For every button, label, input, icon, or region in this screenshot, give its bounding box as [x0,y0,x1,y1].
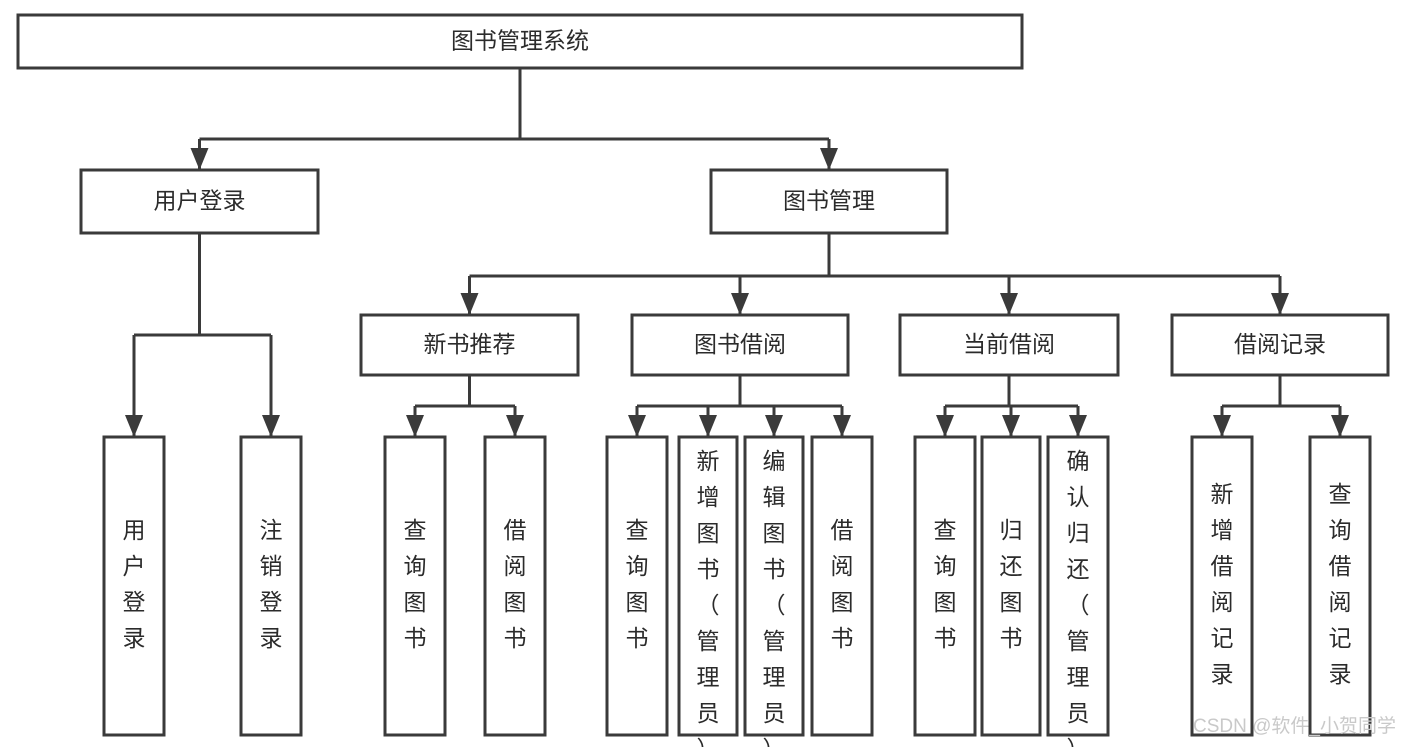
node-root-label: 图书管理系统 [451,28,589,54]
node-new-book-rec[interactable]: 新书推荐 [359,313,580,377]
node-borrow-record-label: 借阅记录 [1234,331,1326,357]
node-leaf-user-login[interactable]: 用户登录 [102,435,166,737]
arrow-to-leaf-return-book [1002,415,1020,437]
node-book-manage-label: 图书管理 [783,188,875,214]
arrow-to-new-book-rec [460,293,479,315]
arrow-to-borrow-record [1271,293,1289,315]
node-user-login[interactable]: 用户登录 [79,168,320,235]
node-leaf-borrow-book-rec[interactable]: 借阅图书 [483,435,547,737]
node-root-box[interactable] [16,13,1024,70]
node-root[interactable]: 图书管理系统 [16,13,1024,70]
node-leaf-add-record-box[interactable] [1190,435,1254,737]
node-leaf-return-book-box[interactable] [980,435,1042,737]
node-leaf-user-login-label: 用户登录 [123,517,146,651]
node-new-book-rec-label: 新书推荐 [424,331,516,357]
arrow-to-user-login [190,148,209,170]
arrow-to-leaf-query-book-rec [406,415,424,437]
arrow-to-leaf-add-record [1213,415,1231,437]
csdn-watermark: CSDN @软件_小贺同学 [1193,715,1396,737]
arrow-to-leaf-query-book-cur [936,415,954,437]
node-borrow-record-box[interactable] [1170,313,1390,377]
node-leaf-user-logout[interactable]: 注销登录 [239,435,303,737]
node-leaf-query-book-bor-box[interactable] [605,435,669,737]
node-leaf-borrow-book-bor-label: 借阅图书 [831,517,854,651]
node-leaf-edit-book-label: 编辑图书（管理员） [763,448,786,747]
node-leaf-borrow-book-bor[interactable]: 借阅图书 [810,435,874,737]
node-current-borrow[interactable]: 当前借阅 [898,313,1120,377]
node-leaf-query-book-bor[interactable]: 查询图书 [605,435,669,737]
node-current-borrow-box[interactable] [898,313,1120,377]
node-leaf-confirm-return-box[interactable] [1046,435,1110,737]
arrow-to-current-borrow [1000,293,1018,315]
node-leaf-user-logout-label: 注销登录 [260,517,283,651]
node-book-borrow-box[interactable] [630,313,850,377]
node-leaf-user-logout-box[interactable] [239,435,303,737]
node-book-borrow-label: 图书借阅 [694,331,786,357]
arrow-to-leaf-borrow-book-bor [833,415,851,437]
arrow-to-leaf-query-book-bor [628,415,646,437]
node-current-borrow-label: 当前借阅 [963,331,1055,357]
arrow-to-leaf-user-logout [262,415,280,437]
node-leaf-edit-book-box[interactable] [743,435,805,737]
node-borrow-record[interactable]: 借阅记录 [1170,313,1390,377]
node-new-book-rec-box[interactable] [359,313,580,377]
node-leaf-query-book-rec[interactable]: 查询图书 [383,435,447,737]
node-leaf-add-record[interactable]: 新增借阅记录 [1190,435,1254,737]
arrow-to-leaf-confirm-return [1069,415,1087,437]
arrow-to-leaf-user-login [125,415,143,437]
arrow-to-leaf-add-book [699,415,717,437]
arrow-to-book-borrow [731,293,749,315]
arrow-to-leaf-edit-book [765,415,783,437]
node-leaf-query-record[interactable]: 查询借阅记录 [1308,435,1372,737]
node-book-borrow[interactable]: 图书借阅 [630,313,850,377]
node-leaf-query-record-box[interactable] [1308,435,1372,737]
node-leaf-add-book[interactable]: 新增图书（管理员） [677,435,739,752]
node-leaf-edit-book[interactable]: 编辑图书（管理员） [743,435,805,752]
node-leaf-user-login-box[interactable] [102,435,166,737]
node-leaf-add-book-label: 新增图书（管理员） [697,448,720,747]
arrow-to-book-manage [820,148,838,170]
arrow-to-leaf-query-record [1331,415,1349,437]
node-user-login-label: 用户登录 [154,188,246,214]
node-leaf-query-book-bor-label: 查询图书 [626,517,649,651]
node-book-manage-box[interactable] [709,168,949,235]
node-leaf-query-book-cur-label: 查询图书 [934,517,957,651]
node-leaf-return-book[interactable]: 归还图书 [980,435,1042,737]
node-leaf-query-record-label: 查询借阅记录 [1329,481,1352,687]
node-leaf-borrow-book-rec-label: 借阅图书 [504,517,527,651]
node-leaf-query-book-rec-box[interactable] [383,435,447,737]
node-leaf-add-book-box[interactable] [677,435,739,737]
node-leaf-query-book-cur-box[interactable] [913,435,977,737]
node-leaf-borrow-book-bor-box[interactable] [810,435,874,737]
node-leaf-query-book-cur[interactable]: 查询图书 [913,435,977,737]
node-leaf-confirm-return[interactable]: 确认归还（管理员） [1046,435,1110,752]
node-book-manage[interactable]: 图书管理 [709,168,949,235]
node-leaf-confirm-return-label: 确认归还（管理员） [1067,448,1090,747]
node-leaf-return-book-label: 归还图书 [1000,517,1023,651]
connectors-layer [125,68,1349,437]
node-user-login-box[interactable] [79,168,320,235]
nodes-layer: 图书管理系统用户登录图书管理新书推荐图书借阅当前借阅借阅记录用户登录注销登录查询… [16,13,1390,752]
node-leaf-query-book-rec-label: 查询图书 [404,517,427,651]
node-leaf-add-record-label: 新增借阅记录 [1211,481,1234,687]
node-leaf-borrow-book-rec-box[interactable] [483,435,547,737]
arrow-to-leaf-borrow-book-rec [506,415,524,437]
